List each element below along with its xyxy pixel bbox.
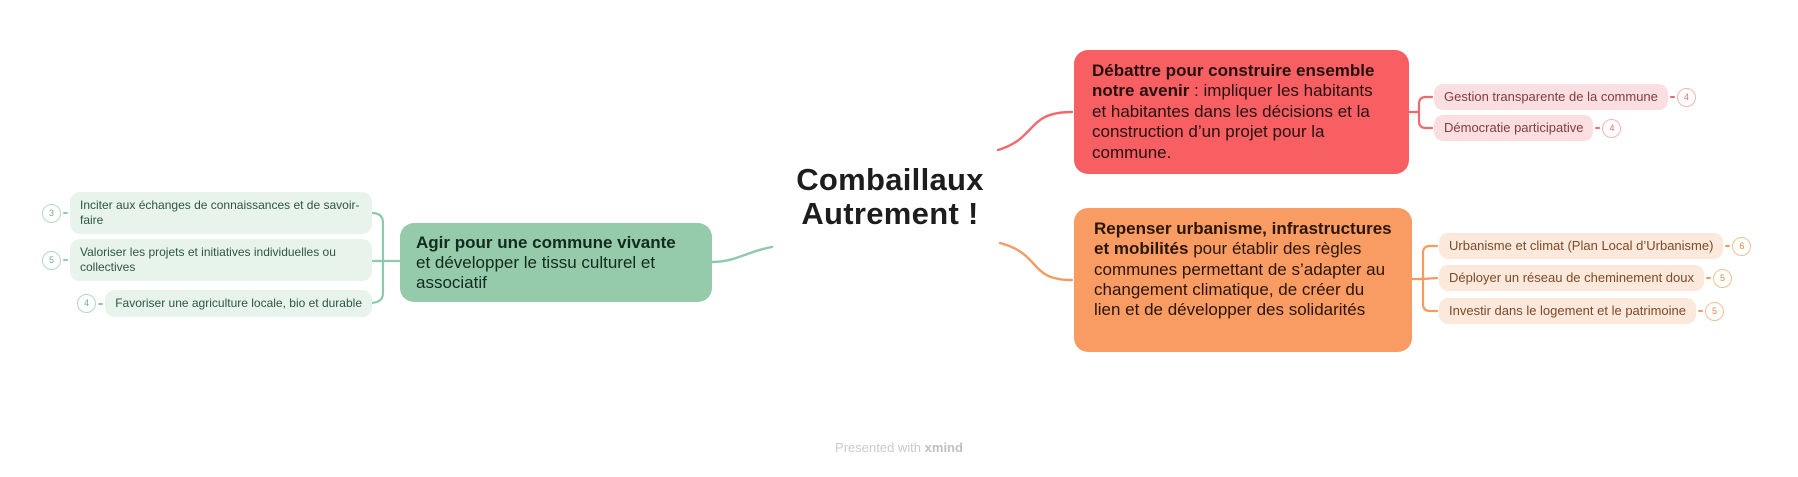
orange-bracket-connector — [1410, 244, 1439, 313]
watermark: Presented with xmind — [0, 440, 1798, 455]
subtopic-row: 5 Valoriser les projets et initiatives i… — [42, 239, 372, 281]
collapse-badge[interactable]: 4 — [1676, 87, 1696, 107]
topic-orange-bold-text: Repenser urbanisme, infrastructures et m… — [1094, 219, 1392, 259]
central-topic[interactable]: Combaillaux Autrement ! — [796, 162, 984, 231]
topic-green-bold-text: Agir pour une commune vivante — [416, 233, 676, 252]
badge-tick — [1669, 96, 1675, 98]
subtopic-row: 4 Favoriser une agriculture locale, bio … — [77, 290, 372, 317]
badge-tick — [98, 302, 104, 305]
green-branch-curve — [710, 245, 774, 264]
badge-tick — [1705, 277, 1711, 279]
subtopic-row: Démocratie participative 4 — [1434, 115, 1622, 141]
collapse-badge[interactable]: 6 — [1732, 236, 1752, 256]
badge-tick — [1725, 245, 1731, 247]
orange-branch-curve — [998, 241, 1074, 282]
collapse-badge[interactable]: 5 — [1705, 301, 1725, 321]
badge-tick — [1595, 127, 1601, 129]
red-bracket-connector — [1407, 95, 1434, 130]
collapse-badge[interactable]: 4 — [1602, 118, 1622, 138]
red-branch-curve — [996, 110, 1074, 152]
subtopic-row: Gestion transparente de la commune 4 — [1434, 84, 1696, 110]
subtopic-row: 3 Inciter aux échanges de connaissances … — [42, 192, 372, 234]
subtopic-red-gestion[interactable]: Gestion transparente de la commune — [1434, 84, 1668, 110]
badge-tick — [63, 259, 68, 261]
subtopic-red-democratie[interactable]: Démocratie participative — [1434, 115, 1594, 141]
badge-tick — [63, 212, 68, 214]
subtopic-green-agriculture[interactable]: Favoriser une agriculture locale, bio et… — [105, 290, 372, 317]
subtopic-orange-cheminement[interactable]: Déployer un réseau de cheminement doux — [1439, 265, 1704, 291]
topic-green-rest-text: et développer le tissu culturel et assoc… — [416, 253, 656, 292]
collapse-badge[interactable]: 3 — [42, 203, 61, 223]
collapse-badge[interactable]: 5 — [1712, 268, 1732, 288]
topic-green-agir[interactable]: Agir pour une commune vivante et dévelop… — [400, 223, 712, 302]
topic-orange-repenser[interactable]: Repenser urbanisme, infrastructures et m… — [1074, 208, 1412, 352]
subtopic-orange-logement[interactable]: Investir dans le logement et le patrimoi… — [1439, 298, 1697, 324]
green-bracket-connector — [368, 211, 402, 305]
subtopic-row: Investir dans le logement et le patrimoi… — [1439, 298, 1725, 324]
topic-red-rest-text: : impliquer les habitants et habitantes … — [1092, 81, 1373, 162]
xmind-brand-link[interactable]: xmind — [924, 440, 963, 455]
topic-red-debattre[interactable]: Débattre pour construire ensemble notre … — [1074, 50, 1409, 174]
badge-tick — [1698, 310, 1704, 312]
watermark-text: Presented with — [835, 440, 922, 455]
collapse-badge[interactable]: 4 — [77, 294, 97, 313]
subtopic-row: Déployer un réseau de cheminement doux 5 — [1439, 265, 1732, 291]
subtopic-green-valoriser[interactable]: Valoriser les projets et initiatives ind… — [70, 239, 372, 281]
topic-red-bold-text: Débattre pour construire ensemble notre … — [1092, 61, 1375, 101]
subtopic-row: Urbanisme et climat (Plan Local d’Urbani… — [1439, 233, 1752, 259]
subtopic-orange-urbanisme[interactable]: Urbanisme et climat (Plan Local d’Urbani… — [1439, 233, 1724, 259]
topic-orange-rest-text: pour établir des règles communes permett… — [1094, 239, 1386, 320]
collapse-badge[interactable]: 5 — [42, 250, 61, 270]
subtopic-green-echanges[interactable]: Inciter aux échanges de connaissances et… — [70, 192, 372, 234]
